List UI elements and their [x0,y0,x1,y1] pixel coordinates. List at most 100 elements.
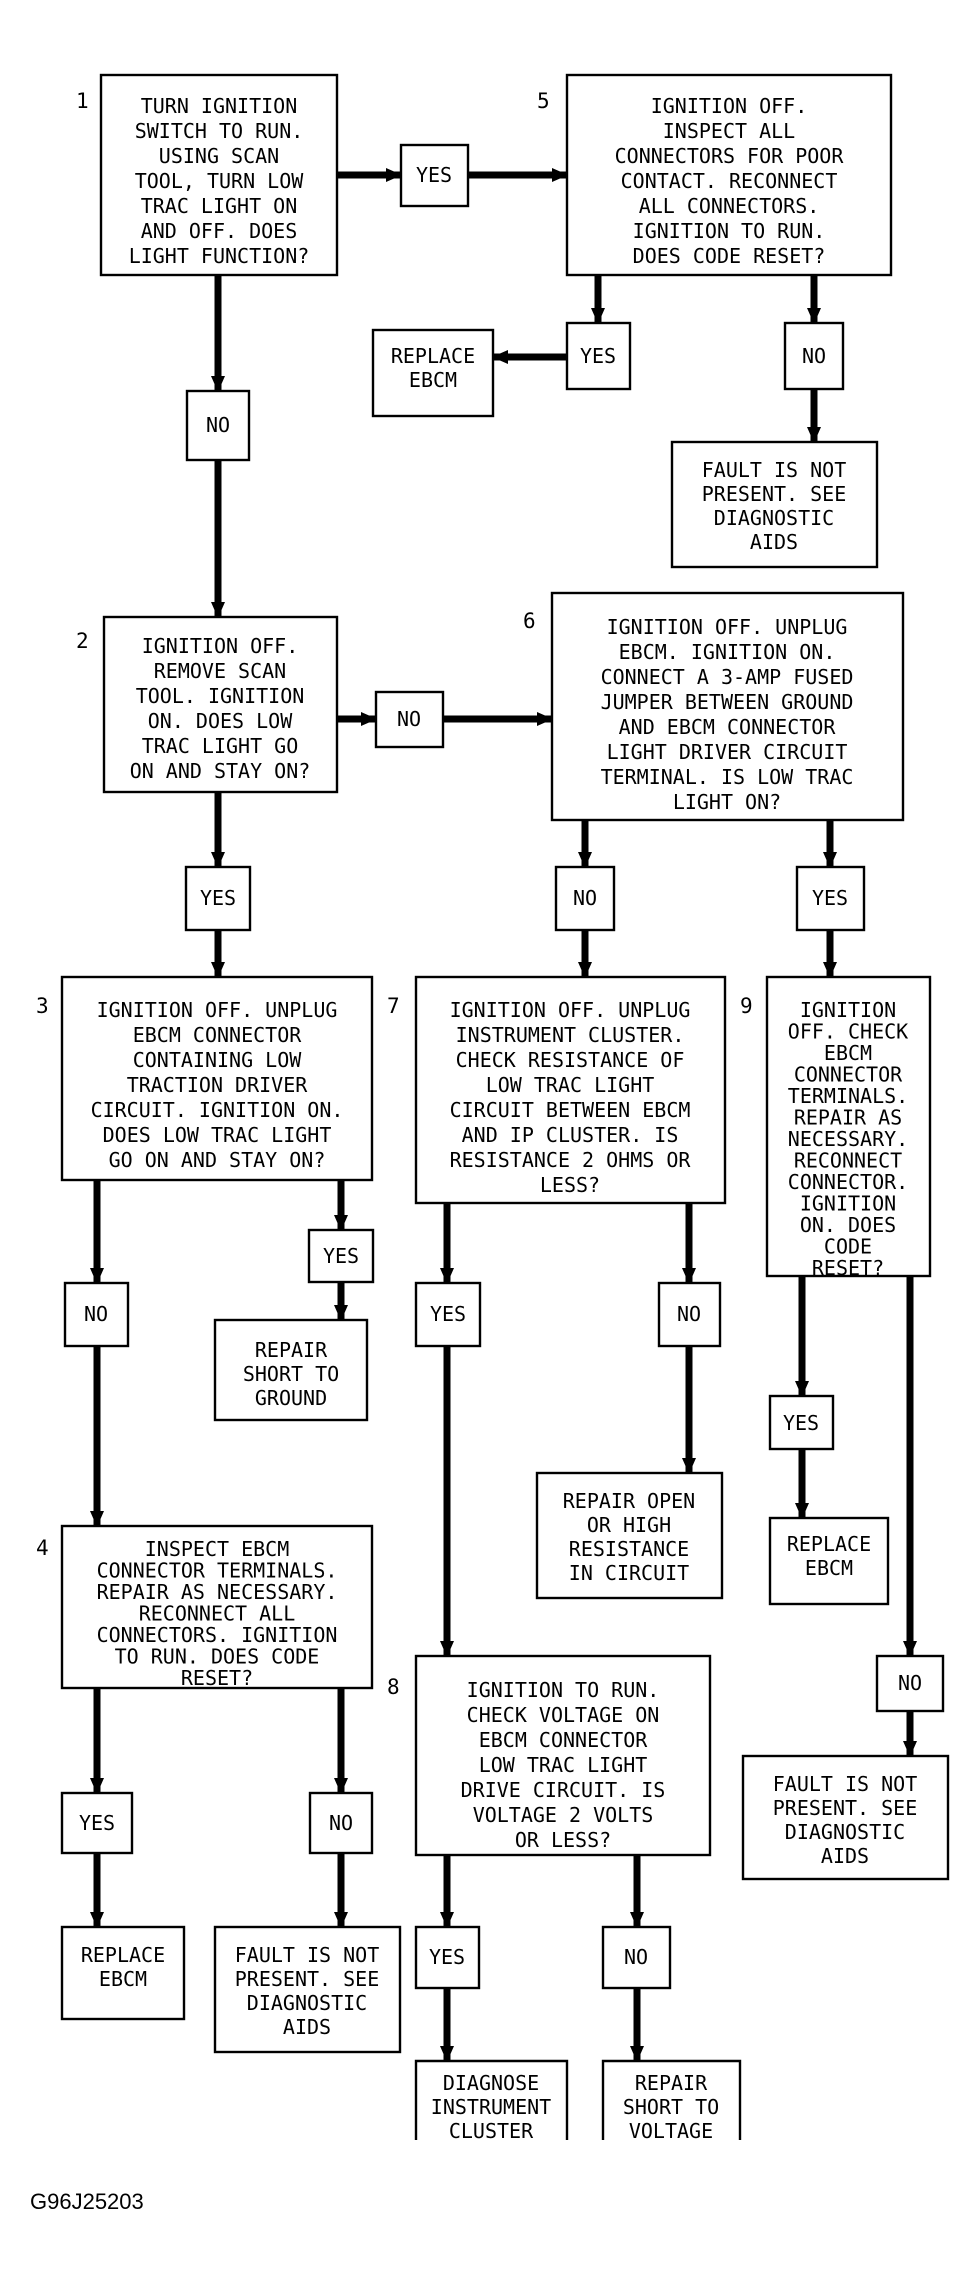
step-number: 2 [76,629,89,653]
step-number: 6 [523,609,536,633]
text-line: CHECK RESISTANCE OF [456,1048,685,1072]
text-line: CIRCUIT BETWEEN EBCM [450,1098,691,1122]
answer-label: YES [323,1244,359,1268]
text-line: RESISTANCE 2 OHMS OR [450,1148,692,1172]
text-line: IGNITION OFF. UNPLUG [450,998,691,1022]
step-number: 8 [387,1675,400,1699]
answer-label: YES [783,1411,819,1435]
text-line: CODE [824,1235,872,1259]
answer-no-2: NO [374,690,445,749]
text-line: TRACTION DRIVER [127,1073,309,1097]
step-number: 7 [387,994,400,1018]
text-line: INSTRUMENT [431,2095,551,2119]
text-line: DIAGNOSTIC [247,1991,367,2015]
text-line: VOLTAGE 2 VOLTS [473,1803,654,1827]
text-line: PRESENT. SEE [702,482,847,506]
answer-yes-5: YES [565,321,632,391]
text-line: RESET? [181,1666,253,1690]
answer-label: NO [206,413,230,437]
answer-label: YES [79,1811,115,1835]
text-line: CONNECT A 3-AMP FUSED [601,665,854,689]
text-line: FAULT IS NOT [702,458,847,482]
answer-yes-3: YES [307,1228,375,1284]
answer-label: NO [898,1671,922,1695]
text-line: ON. DOES LOW [148,709,293,733]
text-line: INSTRUMENT CLUSTER. [456,1023,685,1047]
answer-no-9: NO [875,1654,945,1713]
text-line: DIAGNOSTIC [714,506,834,530]
text-line: REPAIR OPEN [563,1489,695,1513]
answer-label: NO [329,1811,353,1835]
text-line: REPAIR AS [794,1106,902,1130]
text-line: LIGHT ON? [673,790,781,814]
text-line: FAULT IS NOT [773,1772,918,1796]
text-line: REPLACE [391,344,475,368]
step-number: 1 [76,89,89,113]
text-line: ON AND STAY ON? [130,759,311,783]
text-line: AND IP CLUSTER. IS [462,1123,679,1147]
text-line: CIRCUIT. IGNITION ON. [91,1098,344,1122]
flow-connectors [90,168,917,2062]
text-line: INSPECT EBCM [145,1537,290,1561]
text-line: JUMPER BETWEEN GROUND [601,690,854,714]
answer-label: NO [397,707,421,731]
text-line: IGNITION OFF. UNPLUG [97,998,338,1022]
text-line: EBCM [409,368,457,392]
text-line: REPLACE [787,1532,871,1556]
text-line: LIGHT FUNCTION? [129,244,310,268]
text-line: PRESENT. SEE [235,1967,380,1991]
text-line: REMOVE SCAN [154,659,286,683]
answer-no-8: NO [601,1925,672,1990]
text-line: CHECK VOLTAGE ON [467,1703,660,1727]
text-line: DRIVE CIRCUIT. IS [461,1778,666,1802]
text-line: IGNITION OFF. [651,94,808,118]
answer-yes-9: YES [768,1394,835,1451]
text-line: CONNECTOR [794,1063,903,1087]
text-line: OFF. CHECK [788,1020,908,1044]
step-number: 3 [36,994,49,1018]
text-line: GROUND [255,1386,327,1410]
step-number: 5 [537,89,550,113]
text-line: AIDS [750,530,798,554]
text-line: IGNITION TO RUN. [633,219,826,243]
text-line: IGNITION OFF. [142,634,299,658]
answer-label: NO [802,344,826,368]
text-line: SHORT TO [623,2095,719,2119]
text-line: DOES CODE RESET? [633,244,826,268]
text-line: RESET? [812,1256,884,1280]
answer-label: NO [573,886,597,910]
text-line: DIAGNOSE [443,2071,539,2095]
answer-label: NO [84,1302,108,1326]
step-number: 4 [36,1536,49,1560]
step-number: 9 [740,994,753,1018]
answer-no-4: NO [308,1791,374,1855]
figure-id: G96J25203 [30,2189,144,2214]
text-line: EBCM [805,1556,853,1580]
text-line: ALL CONNECTORS. [639,194,820,218]
answer-no-5: NO [783,321,845,391]
text-line: SHORT TO [243,1362,339,1386]
text-line: PRESENT. SEE [773,1796,918,1820]
text-line: REPAIR [635,2071,708,2095]
